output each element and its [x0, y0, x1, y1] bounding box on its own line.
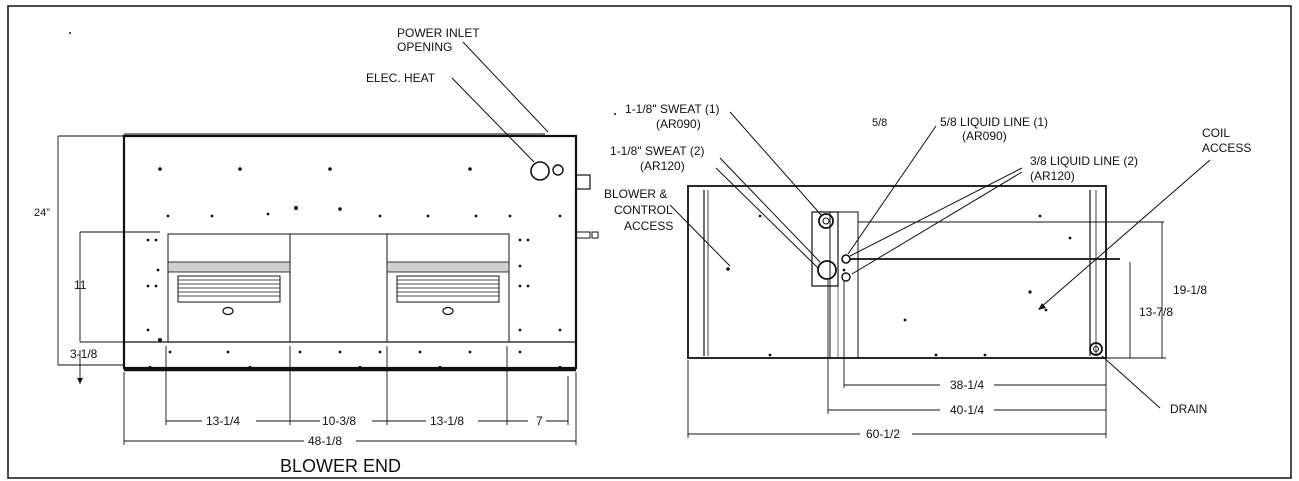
drain-label: DRAIN: [1170, 402, 1207, 416]
elec-heat-knockout-icon: [530, 161, 550, 181]
blower-access-label-2: CONTROL: [614, 203, 673, 217]
sweat-2-label: 1-1/8" SWEAT (2): [610, 144, 705, 158]
power-inlet-label-2: OPENING: [397, 40, 452, 54]
horizontal-dimensions: [123, 346, 577, 445]
vertical-dimensions: [57, 135, 160, 384]
side-vertical-dimensions: [1106, 222, 1166, 359]
liquid-2-model: (AR120): [1030, 169, 1075, 183]
side-dim-height-2: 13-7/8: [1139, 305, 1173, 319]
power-inlet-label-1: POWER INLET: [397, 26, 480, 40]
sweat-1-fitting-icon: [818, 213, 834, 229]
power-inlet-knockout-icon: [552, 164, 564, 176]
dim-width-1: 13-1/4: [206, 414, 240, 428]
dim-height-total: 24”: [34, 207, 50, 219]
liquid-1-model: (AR090): [962, 129, 1007, 143]
sweat-1-model: (AR090): [656, 117, 701, 131]
fastener-dots: [69, 32, 562, 370]
pipe-fittings: [811, 211, 1164, 356]
sweat-2-fitting-icon: [817, 260, 837, 280]
side-stub: [575, 231, 591, 239]
drain-fitting-icon: [1089, 342, 1103, 356]
left-blower: [167, 233, 291, 343]
liquid-1-fitting-icon: [841, 254, 851, 264]
side-horizontal-dimensions: [687, 280, 1107, 438]
side-stub-cap: [591, 231, 599, 239]
side-dim-width-total: 60-1/2: [866, 427, 900, 441]
sweat-2-model: (AR120): [640, 159, 685, 173]
border: [7, 5, 1292, 479]
dim-height-base: 3-1/8: [70, 347, 98, 361]
dim-width-2: 10-3/8: [322, 414, 356, 428]
liquid-2-fitting-icon: [841, 272, 851, 282]
blower-access-label-3: ACCESS: [624, 219, 673, 233]
blower-access-label-1: BLOWER &: [604, 187, 667, 201]
coil-access-label-1: COIL: [1202, 126, 1230, 140]
side-fitting: [575, 174, 591, 190]
elec-heat-leader: [451, 77, 535, 163]
liquid-1-label: 5/8 LIQUID LINE (1): [940, 115, 1048, 129]
view-title: BLOWER END: [280, 456, 401, 476]
five-eighths-label: 5/8: [872, 117, 887, 129]
dim-width-total: 48-1/8: [308, 434, 342, 448]
sweat-1-label: 1-1/8" SWEAT (1): [625, 102, 720, 116]
side-dim-height-1: 19-1/8: [1173, 283, 1207, 297]
right-blower: [386, 233, 510, 343]
dim-width-3: 13-1/8: [430, 414, 464, 428]
side-dim-width-2: 40-1/4: [950, 403, 984, 417]
blower-end-view: POWER INLET OPENING ELEC. HEAT 24” 11 3-…: [34, 26, 599, 476]
coil-access-label-2: ACCESS: [1202, 141, 1251, 155]
side-view: 1-1/8" SWEAT (1) (AR090) 1-1/8" SWEAT (2…: [604, 102, 1251, 441]
power-inlet-leader: [462, 41, 549, 133]
center-panel: [289, 233, 388, 343]
dim-height-opening: 11: [74, 278, 87, 292]
liquid-2-label: 3/8 LIQUID LINE (2): [1030, 154, 1138, 168]
side-cabinet-outline: [687, 185, 1107, 359]
side-fastener-dots: [614, 113, 1072, 357]
cabinet-outline: [122, 134, 578, 370]
side-leaders: [669, 111, 1211, 409]
dim-width-4: 7: [536, 414, 543, 428]
side-dim-width-1: 38-1/4: [950, 378, 984, 392]
elec-heat-label: ELEC. HEAT: [366, 71, 436, 85]
